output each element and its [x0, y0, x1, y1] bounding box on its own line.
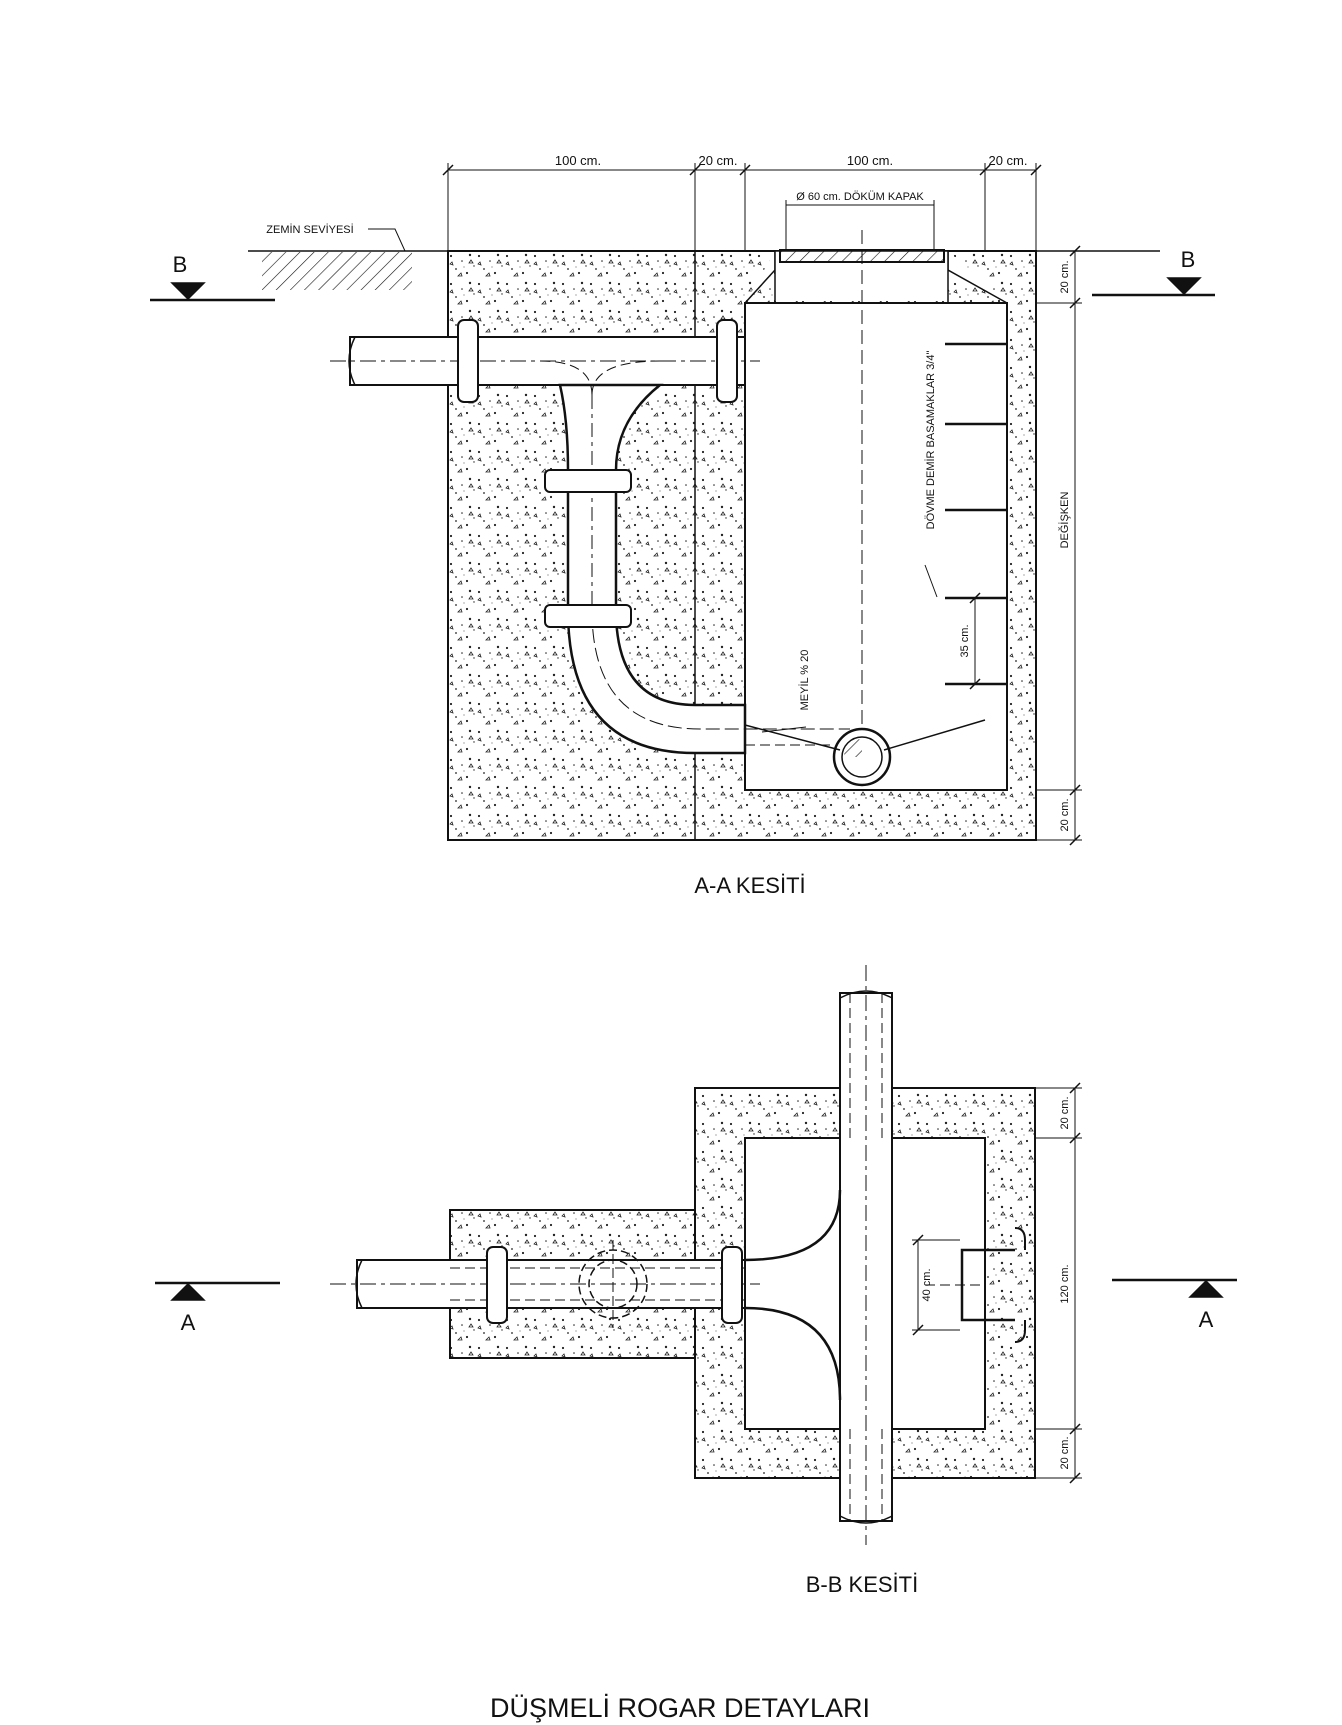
bb-dim-right-1: 20 cm.: [1059, 1096, 1071, 1129]
bb-cut-marker-right: A: [1199, 1307, 1214, 1332]
aa-dim-top-4: 20 cm.: [988, 153, 1027, 168]
bb-inner-dim: 40 cm.: [921, 1268, 933, 1301]
aa-right-dims: [1036, 245, 1082, 846]
bb-section-title: B-B KESİTİ: [806, 1572, 918, 1597]
aa-cut-marker-left: B: [173, 252, 188, 277]
aa-dim-right-2: DEĞİŞKEN: [1058, 492, 1071, 549]
aa-dim-top-3: 100 cm.: [847, 153, 893, 168]
aa-dim-right-1: 20 cm.: [1059, 260, 1071, 293]
bb-cut-marker-left: A: [181, 1310, 196, 1335]
aa-top-dims: [442, 163, 1042, 251]
aa-steps-label: DÖVME DEMİR BASAMAKLAR 3/4": [924, 351, 937, 530]
aa-step-spacing: 35 cm.: [959, 624, 971, 657]
ground-hatch: [262, 252, 412, 290]
bb-right-dims: [1035, 1082, 1082, 1484]
aa-slope-label: MEYİL % 20: [798, 650, 811, 711]
drawing-title: DÜŞMELİ ROGAR DETAYLARI: [490, 1692, 870, 1723]
section-aa: [150, 163, 1215, 846]
aa-dim-right-3: 20 cm.: [1059, 798, 1071, 831]
aa-dim-top-2: 20 cm.: [698, 153, 737, 168]
aa-steps: [945, 342, 1006, 686]
bb-dim-right-3: 20 cm.: [1059, 1436, 1071, 1469]
aa-chamber: [744, 302, 1008, 791]
aa-section-title: A-A KESİTİ: [694, 873, 805, 898]
section-bb: [155, 965, 1237, 1545]
ground-level-label: ZEMİN SEVİYESİ: [266, 223, 353, 236]
bb-dim-right-2: 120 cm.: [1059, 1264, 1071, 1303]
aa-cover-label: Ø 60 cm. DÖKÜM KAPAK: [796, 191, 924, 203]
aa-cut-marker-right: B: [1181, 247, 1196, 272]
aa-dim-top-1: 100 cm.: [555, 153, 601, 168]
